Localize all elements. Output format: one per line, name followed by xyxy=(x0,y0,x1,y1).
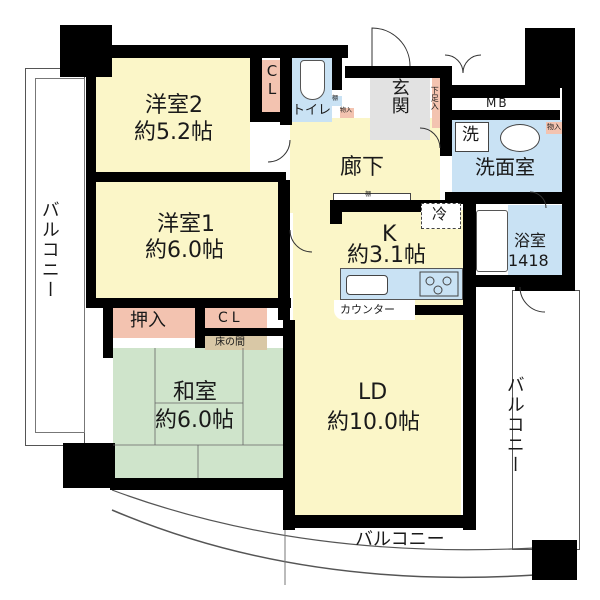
japanese-room-name: 和室 xyxy=(173,380,218,405)
balcony-east-outline xyxy=(512,290,580,550)
wall-closet-tokonoma xyxy=(205,328,290,336)
living-dining-name: LD xyxy=(358,380,388,405)
wall-wash-bottom xyxy=(445,192,575,204)
oshiire xyxy=(113,308,195,338)
wall-hall-east xyxy=(278,180,290,320)
closet-room2 xyxy=(262,60,280,120)
bathtub xyxy=(476,210,508,272)
wash-basin xyxy=(500,124,540,152)
oshiire-label: 押入 xyxy=(130,310,166,331)
western-room-2-size: 約5.2帖 xyxy=(134,120,213,145)
wall-ld-south xyxy=(283,515,476,528)
wall-japanese-south xyxy=(110,478,290,490)
storage-washroom xyxy=(546,122,562,134)
western-room-2-name: 洋室2 xyxy=(145,93,203,118)
wall-toilet-east xyxy=(332,45,342,90)
refrigerator-label: 冷 xyxy=(432,205,448,223)
balcony-east-label: バルコニー xyxy=(503,375,525,475)
entrance-name: 玄関 xyxy=(388,78,410,114)
wall-mb-top xyxy=(445,85,560,98)
hallway-name: 廊下 xyxy=(340,155,385,180)
wall-entrance-top xyxy=(345,66,445,78)
balcony-south-label: バルコニー xyxy=(355,529,445,550)
wall-east-balcony-top xyxy=(515,283,575,291)
wall-closet-mid xyxy=(195,308,205,348)
wall-toilet-west xyxy=(280,45,292,125)
tokonoma-label: 床の間 xyxy=(215,337,245,348)
entrance xyxy=(370,78,430,140)
counter-bar xyxy=(334,300,415,320)
wall-room-divider xyxy=(86,172,286,182)
shelf-kitchen-label: 棚 xyxy=(365,191,372,198)
counter-label: カウンター xyxy=(340,303,395,316)
meter-box xyxy=(452,98,547,110)
wall-room2-east xyxy=(250,58,262,122)
toilet-name: トイレ xyxy=(292,103,332,118)
meter-box-label: MB xyxy=(486,96,509,110)
wall-ld-west xyxy=(283,320,295,530)
western-room-2 xyxy=(96,58,250,180)
bathroom-size: 1418 xyxy=(508,251,549,270)
toilet-bowl xyxy=(300,60,325,100)
bathroom xyxy=(508,205,562,275)
shoe-cabinet-label: 下足入 xyxy=(430,86,440,110)
western-room-1-size: 約6.0帖 xyxy=(145,238,224,263)
kitchen-name: K xyxy=(382,222,397,247)
wall-mb-bottom xyxy=(445,110,560,120)
storage-toilet xyxy=(340,108,354,118)
storage-washroom-label: 物入 xyxy=(547,123,561,131)
closet-room1 xyxy=(205,308,267,328)
washing-machine-label: 洗 xyxy=(462,125,479,145)
wall-west xyxy=(86,58,96,308)
shelf-toilet-label: 棚 xyxy=(332,95,339,102)
storage-toilet-label: 物入 xyxy=(340,107,353,114)
wall-sw-column xyxy=(63,443,115,488)
living-dining-size: 約10.0帖 xyxy=(327,410,420,435)
wall-japanese-west xyxy=(103,308,113,358)
tokonoma xyxy=(205,336,267,350)
wall-east xyxy=(562,28,575,283)
living-dining xyxy=(295,330,461,515)
shoe-cabinet xyxy=(432,78,440,128)
western-room-1-name: 洋室1 xyxy=(157,212,215,237)
balcony-west-inner xyxy=(35,78,85,433)
japanese-room-size: 約6.0帖 xyxy=(155,408,234,433)
refrigerator xyxy=(421,203,461,229)
bathroom-name: 浴室 xyxy=(514,231,547,250)
washing-machine xyxy=(455,122,489,152)
kitchen-size: 約3.1帖 xyxy=(347,243,426,268)
wall-closet-bottom xyxy=(250,112,290,122)
closet-room2-label: CL xyxy=(263,62,281,98)
wall-se-column xyxy=(532,540,577,580)
washroom-name: 洗面室 xyxy=(475,155,535,179)
closet-room1-label: CL xyxy=(218,310,244,326)
shelf-toilet xyxy=(332,96,342,106)
western-room-1 xyxy=(96,180,278,298)
wall-counter-stub xyxy=(415,305,465,315)
wall-room1-south xyxy=(86,298,291,308)
wall-kitchen-left-stub xyxy=(330,200,342,224)
sink xyxy=(346,275,388,295)
balcony-west-label: バルコニー xyxy=(38,200,60,300)
